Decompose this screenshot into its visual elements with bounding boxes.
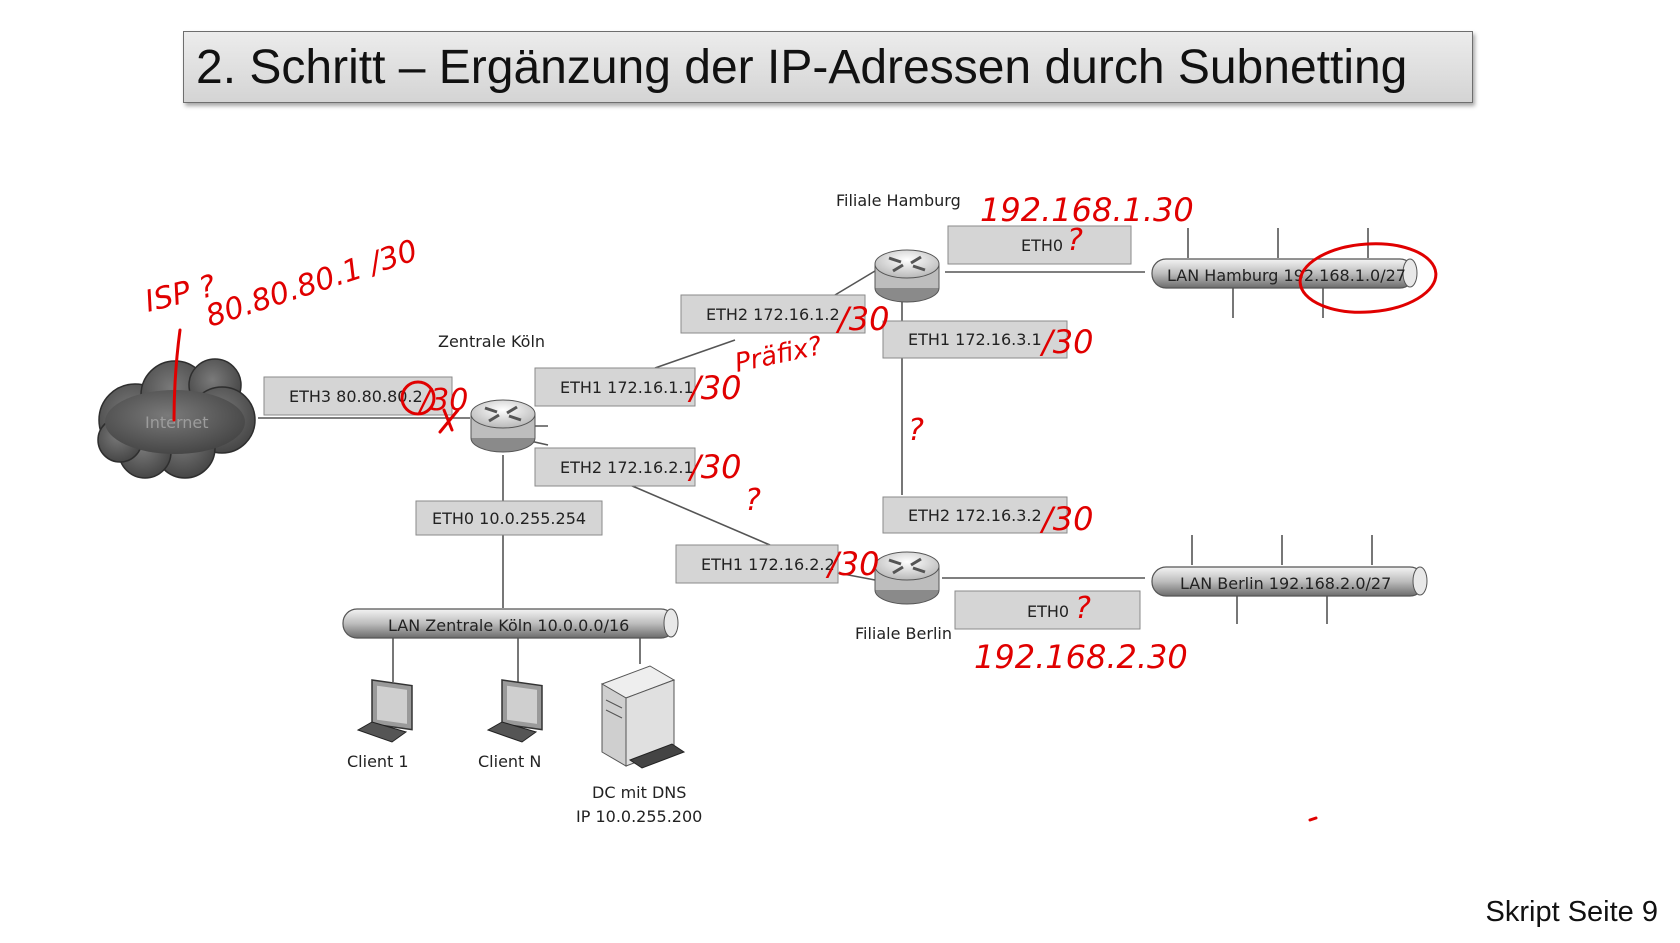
annotation-link-q: ? (908, 413, 924, 448)
annotation-b-eth2-prefix: /30 (1039, 500, 1094, 538)
svg-text:ETH1 172.16.1.1: ETH1 172.16.1.1 (560, 378, 694, 397)
svg-text:LAN Zentrale Köln 10.0.0.0/16: LAN Zentrale Köln 10.0.0.0/16 (388, 616, 629, 635)
client-n-icon (486, 679, 543, 743)
router-koeln-icon (469, 398, 537, 454)
svg-text:ETH3 80.80.80.2: ETH3 80.80.80.2 (289, 387, 423, 406)
svg-text:ETH1 172.16.2.2: ETH1 172.16.2.2 (701, 555, 835, 574)
annotation-hh-eth0-q: ? (1067, 223, 1083, 258)
svg-text:ETH0: ETH0 (1027, 602, 1069, 621)
iface-hamburg-eth0: ETH0 (947, 225, 1132, 265)
svg-text:LAN Hamburg 192.168.1.0/27: LAN Hamburg 192.168.1.0/27 (1167, 266, 1406, 285)
svg-text:ETH0 10.0.255.254: ETH0 10.0.255.254 (432, 509, 586, 528)
svg-text:ETH2 172.16.2.1: ETH2 172.16.2.1 (560, 458, 694, 477)
client-1-icon (356, 679, 413, 743)
iface-koeln-eth3: ETH3 80.80.80.2 (263, 376, 453, 416)
annotation-koeln-eth2-prefix: /30 (687, 448, 742, 486)
svg-text:ETH2 172.16.1.2: ETH2 172.16.1.2 (706, 305, 840, 324)
svg-text:ETH2 172.16.3.2: ETH2 172.16.3.2 (908, 506, 1042, 525)
internet-label: Internet (145, 413, 209, 432)
annotation-link2-q: ? (745, 483, 761, 518)
svg-text:ETH1 172.16.3.1: ETH1 172.16.3.1 (908, 330, 1042, 349)
router-berlin-icon (873, 550, 941, 606)
annotation-hamburg-ip: 192.168.1.30 (980, 191, 1194, 229)
annotation-hh-eth2-prefix: /30 (835, 300, 890, 338)
dc-label-line1: DC mit DNS (592, 783, 686, 802)
internet-cloud-icon: Internet (97, 358, 256, 479)
iface-hamburg-eth2: ETH2 172.16.1.2 (680, 294, 866, 334)
svg-text:ETH0: ETH0 (1021, 236, 1063, 255)
page-title: 2. Schritt – Ergänzung der IP-Adressen d… (196, 41, 1408, 94)
annotation-praefix: Präfix? (732, 331, 825, 379)
lan-koeln-pipe: LAN Zentrale Köln 10.0.0.0/16 (342, 608, 679, 639)
annotation-berlin-ip: 192.168.2.30 (974, 638, 1188, 676)
iface-berlin-eth2: ETH2 172.16.3.2 (882, 496, 1068, 534)
annotation-koeln-eth1-prefix: /30 (687, 369, 742, 407)
annotation-hh-eth1-prefix: /30 (1039, 323, 1094, 361)
iface-berlin-eth1: ETH1 172.16.2.2 (675, 544, 839, 584)
annotation-isp-ip: 80.80.80.1 /30 (202, 233, 422, 334)
label-zentrale-koeln: Zentrale Köln (438, 332, 545, 351)
client-1-label: Client 1 (347, 752, 409, 771)
lan-berlin-pipe: LAN Berlin 192.168.2.0/27 (1151, 566, 1428, 597)
title-box: 2. Schritt – Ergänzung der IP-Adressen d… (183, 31, 1473, 103)
router-hamburg-icon (873, 248, 941, 304)
annotation-b-eth1-prefix: /30 (825, 545, 880, 583)
annotation-b-eth0-q: ? (1075, 591, 1091, 626)
iface-hamburg-eth1: ETH1 172.16.3.1 (882, 320, 1068, 359)
iface-koeln-eth2: ETH2 172.16.2.1 (534, 447, 696, 487)
lan-hamburg-pipe: LAN Hamburg 192.168.1.0/27 (1151, 258, 1418, 289)
annotation-koeln-eth3-prefix: /30 (417, 383, 468, 418)
label-filiale-hamburg: Filiale Hamburg (836, 191, 961, 210)
label-filiale-berlin: Filiale Berlin (855, 624, 952, 643)
dc-label-line2: IP 10.0.255.200 (576, 807, 702, 826)
client-n-label: Client N (478, 752, 541, 771)
server-dc-icon (600, 665, 686, 769)
iface-berlin-eth0: ETH0 (954, 590, 1141, 630)
iface-koeln-eth0: ETH0 10.0.255.254 (415, 500, 603, 536)
iface-koeln-eth1: ETH1 172.16.1.1 (534, 367, 696, 407)
footer-page-ref: Skript Seite 9 (1485, 896, 1658, 928)
svg-text:LAN Berlin 192.168.2.0/27: LAN Berlin 192.168.2.0/27 (1180, 574, 1391, 593)
